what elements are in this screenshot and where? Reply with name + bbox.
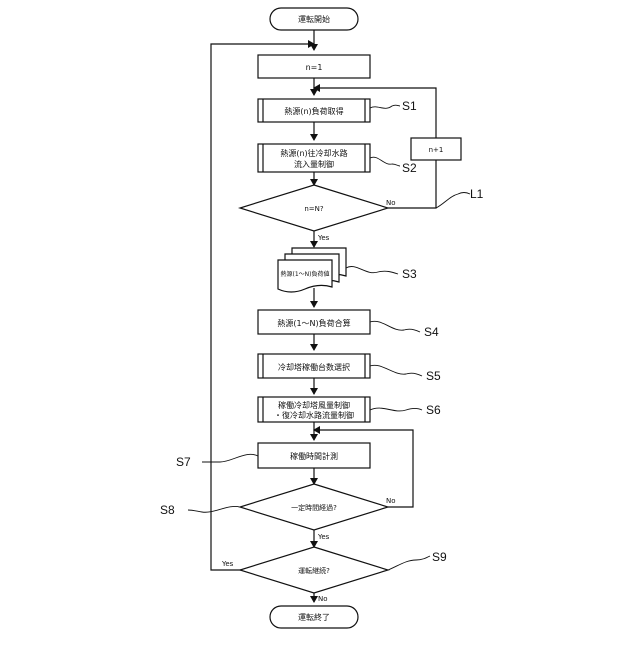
process-s7: 稼働時間計測 — [258, 443, 370, 468]
edge-no-d1: No — [386, 199, 396, 207]
label-S8: S8 — [160, 503, 175, 517]
subprocess-s1-label: 熱源(n)負荷取得 — [284, 106, 343, 116]
label-S5: S5 — [426, 369, 441, 383]
subprocess-s6-label-1: 稼働冷却塔風量制御 — [278, 400, 350, 410]
process-init-label: n=1 — [306, 63, 323, 72]
terminal-start-label: 運転開始 — [298, 14, 330, 24]
terminal-end: 運転終了 — [270, 606, 358, 628]
subprocess-s5-label: 冷却塔稼働台数選択 — [278, 362, 350, 372]
label-S3: S3 — [402, 267, 417, 281]
subprocess-s2-label-1: 熱源(n)往冷却水路 — [280, 148, 347, 158]
process-increment: n+1 — [411, 138, 461, 160]
process-s4: 熱源(1〜N)負荷合算 — [258, 310, 370, 334]
label-S1: S1 — [402, 99, 417, 113]
process-s4-label: 熱源(1〜N)負荷合算 — [277, 318, 350, 328]
decision-n-equals-N-label: n=N? — [304, 205, 324, 213]
subprocess-s5: 冷却塔稼働台数選択 — [258, 354, 370, 378]
decision-time-elapsed: 一定時間経過? — [240, 484, 388, 530]
process-s7-label: 稼働時間計測 — [290, 451, 338, 461]
subprocess-s2-label-2: 流入量制御 — [294, 159, 334, 169]
edge-yes-d1: Yes — [317, 234, 330, 242]
decision-continue: 運転継続? — [240, 547, 388, 593]
label-S9: S9 — [432, 550, 447, 564]
process-init: n=1 — [258, 55, 370, 78]
terminal-start: 運転開始 — [270, 8, 358, 30]
edge-yes-d2: Yes — [317, 533, 330, 541]
subprocess-s1: 熱源(n)負荷取得 — [258, 99, 370, 122]
multi-document-s3: 熱源(1〜N)負荷値 — [278, 248, 346, 292]
edge-no-d2: No — [386, 497, 396, 505]
decision-time-elapsed-label: 一定時間経過? — [291, 503, 337, 512]
label-L1: L1 — [470, 187, 484, 201]
decision-n-equals-N: n=N? — [240, 185, 388, 231]
decision-continue-label: 運転継続? — [298, 566, 330, 575]
label-S2: S2 — [402, 161, 417, 175]
process-increment-label: n+1 — [429, 146, 444, 154]
subprocess-s6: 稼働冷却塔風量制御 ・復冷却水路流量制御 — [258, 397, 370, 422]
subprocess-s6-label-2: ・復冷却水路流量制御 — [274, 410, 354, 420]
label-S4: S4 — [424, 325, 439, 339]
edge-yes-d3: Yes — [221, 560, 234, 568]
terminal-end-label: 運転終了 — [298, 612, 330, 622]
label-S6: S6 — [426, 403, 441, 417]
subprocess-s2: 熱源(n)往冷却水路 流入量制御 — [258, 144, 370, 172]
label-S7: S7 — [176, 455, 191, 469]
edge-no-d3: No — [318, 595, 328, 603]
multi-document-s3-label: 熱源(1〜N)負荷値 — [281, 270, 330, 278]
